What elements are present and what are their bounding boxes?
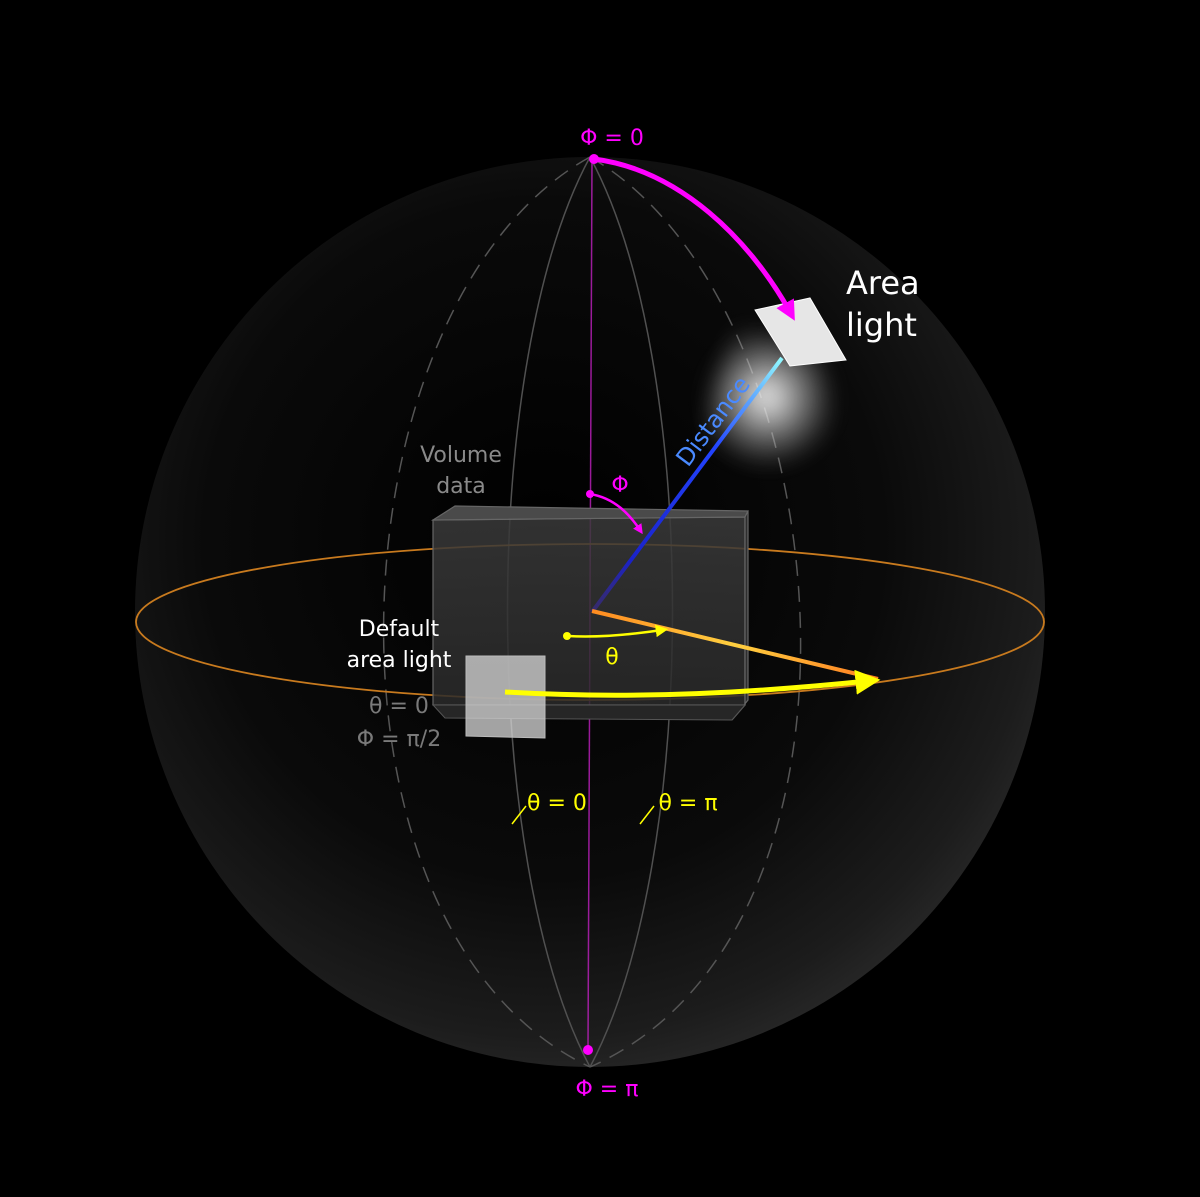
phi-label: Φ: [611, 473, 628, 498]
meridian-dashed-right: [589, 156, 802, 1068]
area-light-label-line2: light: [846, 306, 917, 344]
phi-small-point: [586, 490, 594, 498]
area-light-label-line1: Area: [846, 264, 920, 302]
distance-ray: [590, 356, 784, 614]
phi-pi-point: [583, 1045, 593, 1055]
phi-zero-point: [589, 154, 599, 164]
default-phi-label: Φ = π/2: [357, 727, 441, 752]
theta-arrow-large: [504, 669, 881, 698]
default-label-line1: Default: [359, 617, 440, 642]
theta-label: θ: [605, 645, 618, 670]
theta-zero-label: θ = 0: [527, 791, 587, 816]
default-theta-label: θ = 0: [369, 694, 429, 719]
default-label-line2: area light: [347, 648, 452, 673]
default-area-light: [465, 655, 546, 739]
phi-zero-label: Φ = 0: [580, 126, 644, 151]
volume-label-line2: data: [436, 474, 486, 499]
phi-arc-small: [589, 492, 643, 535]
volume-label-line1: Volume: [420, 443, 502, 468]
theta-zero-tick: [511, 805, 527, 825]
phi-arc-large: [593, 156, 795, 321]
phi-pi-label: Φ = π: [576, 1077, 639, 1102]
theta-pi-label: θ = π: [658, 791, 717, 816]
radial-line: [591, 609, 879, 681]
theta-pi-tick: [639, 805, 655, 825]
theta-small-point: [563, 632, 571, 640]
meridian-dashed-left: [383, 156, 591, 1068]
theta-arc-small: [567, 624, 669, 638]
